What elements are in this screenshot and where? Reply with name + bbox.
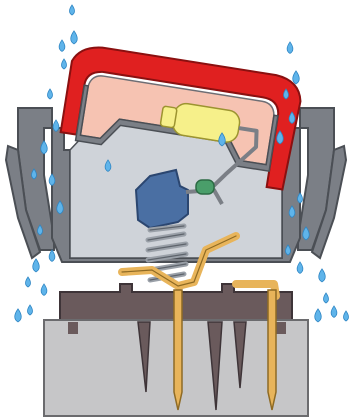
lamp-cap-left [160, 106, 177, 128]
terminal-pin-left [174, 290, 182, 410]
base-right-stub [276, 322, 286, 334]
diode-green [196, 180, 214, 194]
terminal-pin-right [268, 290, 276, 410]
base-left-stub [68, 322, 78, 334]
